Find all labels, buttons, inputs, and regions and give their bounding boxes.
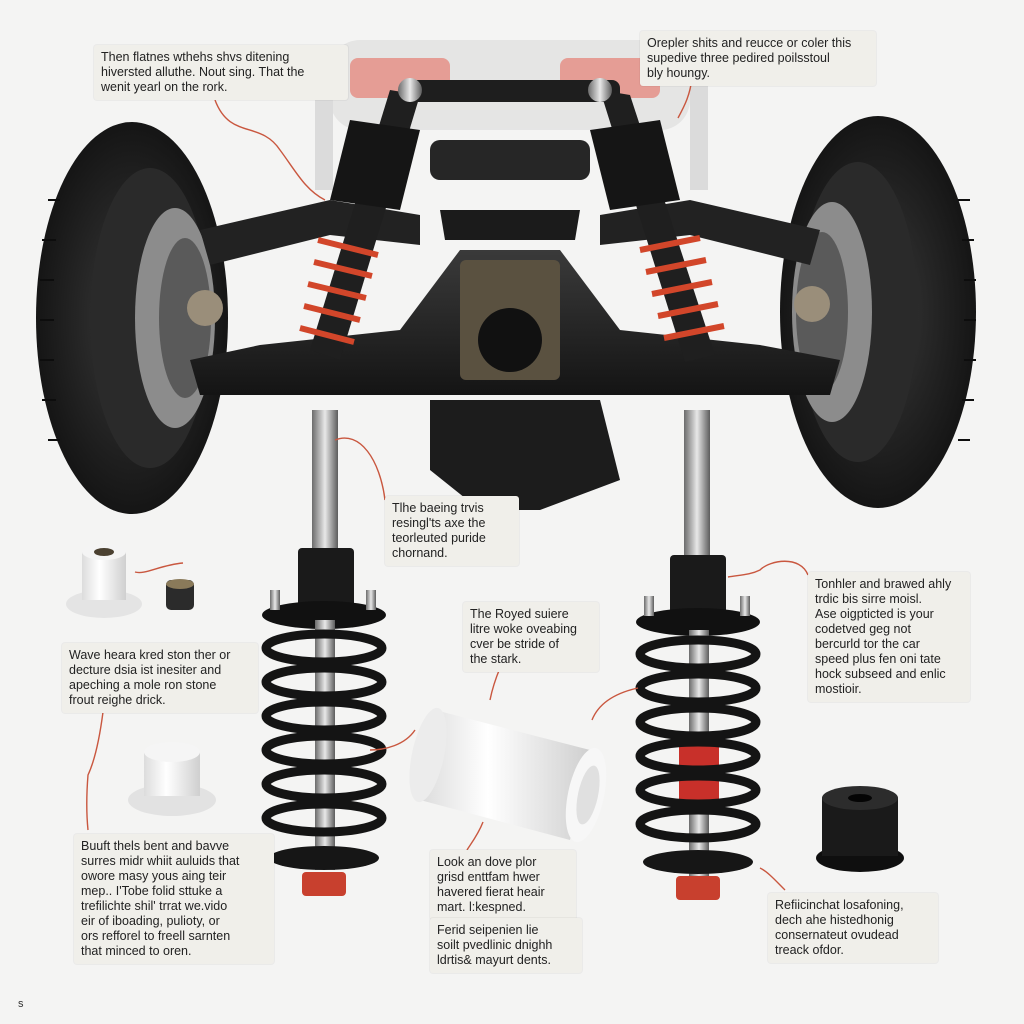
small-bearing (166, 579, 194, 610)
callout-bottom-center-2: Ferid seipenien lie soilt pvedlinic dnig… (430, 918, 582, 973)
callout-bottom-center-1: Look an dove plor grisd enttfam hwer hav… (430, 850, 576, 920)
white-bushing-small (66, 544, 142, 618)
callout-top-left: Then flatnes wthehs shvs ditening hivers… (94, 45, 348, 100)
callout-bottom-left: Buuft thels bent and bavve surres midr w… (74, 834, 274, 964)
callout-top-right: Orepler shits and reucce or coler this s… (640, 31, 876, 86)
leader-lines (86, 77, 809, 891)
left-top-coilover (299, 78, 422, 360)
callout-center-mid: The Royed suiere litre woke oveabing cve… (463, 602, 599, 672)
callout-right-mid: Tonhler and brawed ahly trdic bis sirre … (808, 572, 970, 702)
left-shock-rod (312, 410, 338, 560)
left-bottom-coilover (261, 548, 387, 896)
right-shock-rod (684, 410, 710, 560)
subframe (187, 80, 840, 510)
callout-bottom-right: Refiicinchat losafoning, dech ahe histed… (768, 893, 938, 963)
white-bushing-medium (128, 742, 216, 816)
left-tire (36, 122, 228, 514)
white-cylinder-bushing (409, 707, 607, 843)
right-top-coilover (588, 78, 725, 362)
page-number: s (18, 998, 24, 1010)
black-bushing (816, 786, 904, 872)
callout-left-mid: Wave heara kred ston ther or decture dsi… (62, 643, 258, 713)
callout-center: Tlhe baeing trvis resingl'ts axe the teo… (385, 496, 519, 566)
right-bottom-coilover (635, 555, 761, 900)
